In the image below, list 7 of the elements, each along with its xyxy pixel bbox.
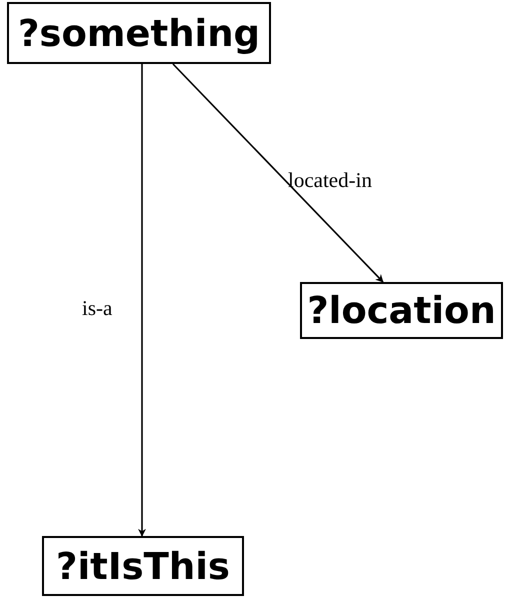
variable-box: ?something: [7, 2, 271, 64]
edge-label: is-a: [82, 296, 112, 321]
edge-label: located-in: [288, 168, 372, 193]
arrow: [172, 63, 384, 283]
arrow: [138, 64, 146, 537]
variable-box: ?location: [300, 282, 503, 339]
variable-box: ?itIsThis: [42, 536, 244, 596]
